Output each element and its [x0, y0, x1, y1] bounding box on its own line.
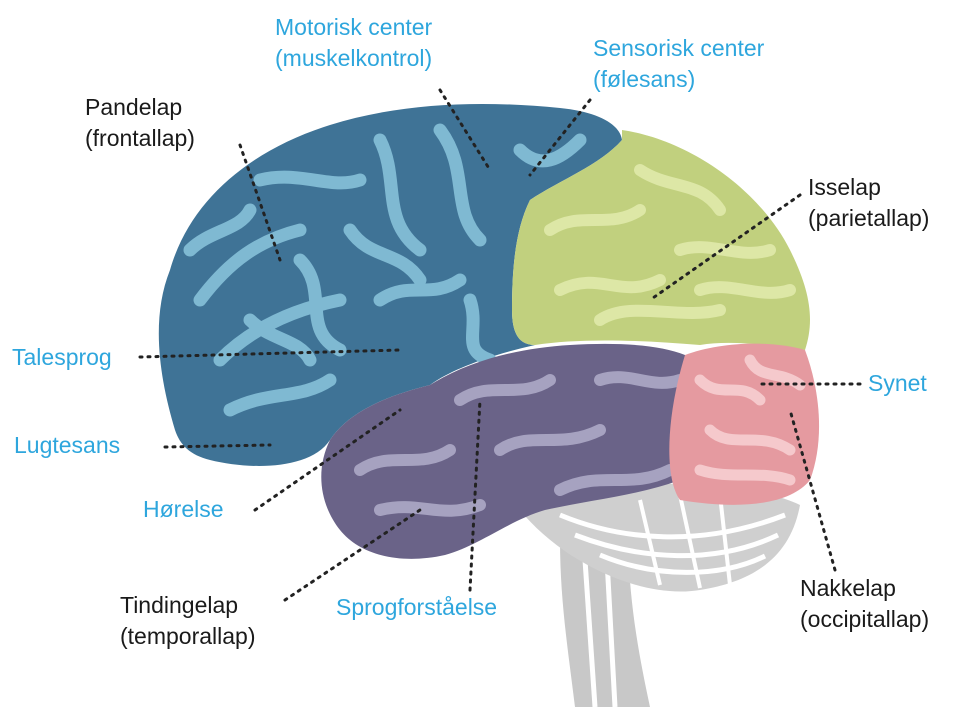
label-parietal-lobe: Isselap (parietallap): [808, 172, 929, 234]
label-sensory-line2: (følesans): [593, 64, 764, 95]
label-smell: Lugtesans: [14, 430, 120, 461]
label-speech: Talesprog: [12, 342, 112, 373]
label-motor-line2: (muskelkontrol): [275, 43, 432, 74]
label-motor-center: Motorisk center (muskelkontrol): [275, 12, 432, 74]
label-frontal-line2: (frontallap): [85, 123, 195, 154]
label-sensory-center: Sensorisk center (følesans): [593, 33, 764, 95]
label-temporal-line1: Tindingelap: [120, 590, 256, 621]
label-hearing: Hørelse: [143, 494, 224, 525]
label-parietal-line1: Isselap: [808, 172, 929, 203]
label-motor-line1: Motorisk center: [275, 12, 432, 43]
label-occipital-line2: (occipitallap): [800, 604, 929, 635]
label-frontal-line1: Pandelap: [85, 92, 195, 123]
label-occipital-line1: Nakkelap: [800, 573, 929, 604]
label-frontal-lobe: Pandelap (frontallap): [85, 92, 195, 154]
label-parietal-line2: (parietallap): [808, 203, 929, 234]
label-temporal-lobe: Tindingelap (temporallap): [120, 590, 256, 652]
label-comprehension: Sprogforståelse: [336, 592, 497, 623]
label-temporal-line2: (temporallap): [120, 621, 256, 652]
label-sensory-line1: Sensorisk center: [593, 33, 764, 64]
label-occipital-lobe: Nakkelap (occipitallap): [800, 573, 929, 635]
label-vision: Synet: [868, 368, 927, 399]
occipital-lobe: [669, 344, 819, 505]
